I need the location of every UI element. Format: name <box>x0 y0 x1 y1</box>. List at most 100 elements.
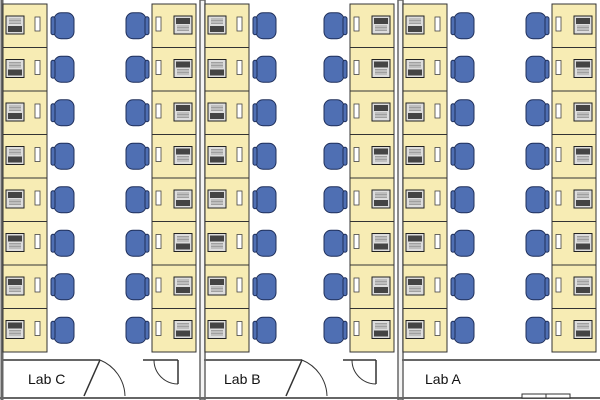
office-chair-icon <box>323 229 348 257</box>
computer-workstation-icon <box>573 102 593 122</box>
computer-workstation-icon <box>371 102 391 122</box>
workstation <box>125 134 197 179</box>
computer-workstation-icon <box>173 15 193 35</box>
computer-workstation-icon <box>173 320 193 339</box>
document-icon <box>236 16 243 32</box>
workstation <box>525 47 597 92</box>
office-chair-icon <box>125 316 150 344</box>
computer-workstation-icon <box>5 146 25 165</box>
office-chair-icon <box>323 99 348 127</box>
office-chair-icon <box>125 142 150 170</box>
office-chair-icon <box>50 316 75 344</box>
office-chair-icon <box>450 186 475 214</box>
document-icon <box>236 60 243 75</box>
document-icon <box>353 277 360 293</box>
workstation <box>402 177 475 222</box>
document-icon <box>555 16 562 32</box>
workstation <box>125 177 197 222</box>
computer-workstation-icon <box>371 15 391 35</box>
document-icon <box>155 321 162 336</box>
document-icon <box>434 321 441 336</box>
document-icon <box>34 190 41 206</box>
workstation <box>525 177 597 222</box>
workstation <box>323 308 395 353</box>
workstation <box>2 47 75 92</box>
office-chair-icon <box>323 186 348 214</box>
office-chair-icon <box>125 186 150 214</box>
workstations <box>2 3 597 353</box>
document-icon <box>353 321 360 336</box>
computer-workstation-icon <box>207 59 227 78</box>
document-icon <box>555 60 562 75</box>
computer-workstation-icon <box>371 233 391 252</box>
office-chair-icon <box>525 229 550 257</box>
computer-workstation-icon <box>5 233 25 252</box>
office-chair-icon <box>525 142 550 170</box>
computer-workstation-icon <box>573 189 593 209</box>
computer-workstation-icon <box>405 276 425 296</box>
document-icon <box>34 147 41 162</box>
computer-workstation-icon <box>207 189 227 209</box>
lab-c-label: Lab C <box>28 371 65 387</box>
workstation-column-left <box>2 3 75 353</box>
computer-workstation-icon <box>371 276 391 296</box>
computer-workstation-icon <box>405 15 425 35</box>
office-chair-icon <box>450 99 475 127</box>
office-chair-icon <box>450 316 475 344</box>
computer-workstation-icon <box>173 233 193 252</box>
office-chair-icon <box>252 99 277 127</box>
workstation-column-right <box>125 3 197 353</box>
office-chair-icon <box>323 142 348 170</box>
office-chair-icon <box>125 12 150 40</box>
computer-workstation-icon <box>173 276 193 296</box>
workstation-column-left <box>204 3 277 353</box>
computer-workstation-icon <box>371 189 391 209</box>
document-icon <box>34 16 41 32</box>
door-swing <box>301 359 328 397</box>
office-chair-icon <box>525 99 550 127</box>
document-icon <box>555 147 562 162</box>
workstation <box>204 90 277 135</box>
computer-workstation-icon <box>405 146 425 165</box>
workstation <box>125 47 197 92</box>
computer-workstation-icon <box>5 189 25 209</box>
door-icon <box>285 359 303 397</box>
door-swing <box>153 359 179 385</box>
workstation <box>2 134 75 179</box>
workstation <box>323 177 395 222</box>
computer-workstation-icon <box>573 15 593 35</box>
doors <box>83 359 571 399</box>
document-icon <box>236 103 243 119</box>
office-chair-icon <box>252 186 277 214</box>
computer-workstation-icon <box>5 15 25 35</box>
workstation <box>204 134 277 179</box>
computer-workstation-icon <box>405 189 425 209</box>
workstation <box>323 3 395 48</box>
workstation <box>2 221 75 266</box>
office-chair-icon <box>450 55 475 83</box>
workstation <box>323 90 395 135</box>
document-icon <box>34 321 41 336</box>
office-chair-icon <box>450 229 475 257</box>
workstation <box>204 264 277 309</box>
document-icon <box>155 190 162 206</box>
workstation <box>402 47 475 92</box>
workstation-column-left <box>402 3 475 353</box>
office-chair-icon <box>50 273 75 301</box>
workstation <box>323 134 395 179</box>
workstation <box>402 134 475 179</box>
computer-workstation-icon <box>5 102 25 122</box>
workstation <box>204 3 277 48</box>
workstation <box>2 308 75 353</box>
computer-workstation-icon <box>5 59 25 78</box>
document-icon <box>155 147 162 162</box>
office-chair-icon <box>450 273 475 301</box>
document-icon <box>34 277 41 293</box>
document-icon <box>353 234 360 249</box>
workstation <box>204 221 277 266</box>
door-icon <box>83 359 101 397</box>
office-chair-icon <box>450 142 475 170</box>
computer-workstation-icon <box>173 59 193 78</box>
computer-workstation-icon <box>207 233 227 252</box>
computer-workstation-icon <box>173 146 193 165</box>
